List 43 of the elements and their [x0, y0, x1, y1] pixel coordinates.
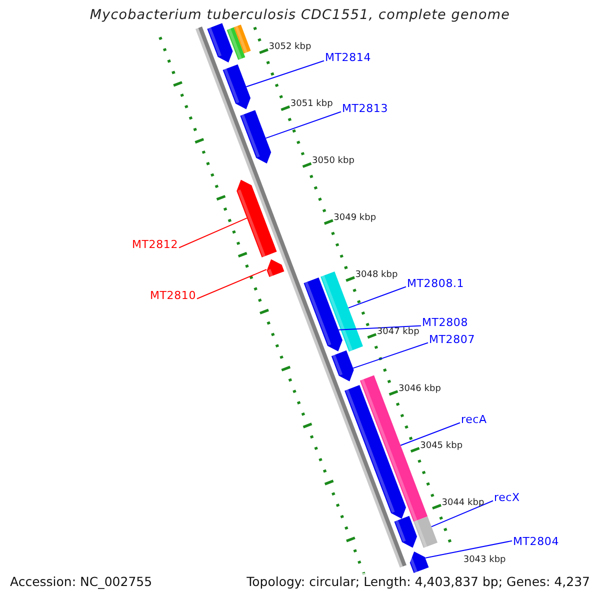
gene-feature	[304, 278, 342, 352]
gene-feature	[226, 27, 246, 60]
gene-feature	[414, 516, 438, 548]
leader-line	[431, 500, 494, 528]
scale-label: 3043 kbp	[463, 554, 506, 566]
gene-label: MT2807	[429, 333, 476, 346]
gene-feature	[207, 23, 233, 62]
scale-label: 3048 kbp	[355, 270, 398, 281]
gene-label: MT2813	[342, 102, 388, 115]
leader-line	[424, 540, 512, 558]
scale-label: 3051 kbp	[290, 99, 333, 110]
scale-label: 3045 kbp	[420, 440, 463, 452]
gene-label: recX	[494, 491, 520, 504]
gene-feature	[394, 516, 418, 548]
leader-line	[352, 342, 428, 369]
gene-label: MT2808.1	[407, 277, 464, 290]
title: Mycobacterium tuberculosis CDC1551, complete genome	[90, 7, 510, 23]
scale-label: 3052 kbp	[268, 42, 312, 54]
gene-feature	[234, 24, 251, 54]
scale-label: 3044 kbp	[442, 498, 484, 509]
gene-label: MT2804	[513, 535, 560, 548]
scale-label: 3050 kbp	[312, 156, 354, 168]
scale-label: 3046 kbp	[398, 384, 441, 395]
leader-line	[246, 60, 324, 88]
gene-feature	[331, 350, 354, 382]
scale-label: 3047 kbp	[376, 326, 420, 338]
gene-feature	[408, 551, 429, 574]
leader-line	[338, 325, 422, 330]
leader-line	[265, 111, 342, 139]
leader-line	[196, 269, 267, 300]
gene-feature	[240, 110, 272, 164]
gene-label: MT2814	[325, 51, 372, 64]
gene-label: MT2808	[422, 316, 468, 329]
leader-line	[178, 218, 248, 248]
leader-line	[400, 422, 460, 446]
gene-feature	[222, 64, 251, 110]
gene-label: MT2812	[132, 238, 178, 251]
gene-feature	[236, 180, 277, 258]
leader-line	[348, 286, 406, 308]
scale-label: 3049 kbp	[334, 213, 376, 224]
gene-label: MT2810	[150, 289, 196, 302]
gene-label: recA	[461, 413, 487, 426]
gene-feature	[266, 259, 284, 277]
